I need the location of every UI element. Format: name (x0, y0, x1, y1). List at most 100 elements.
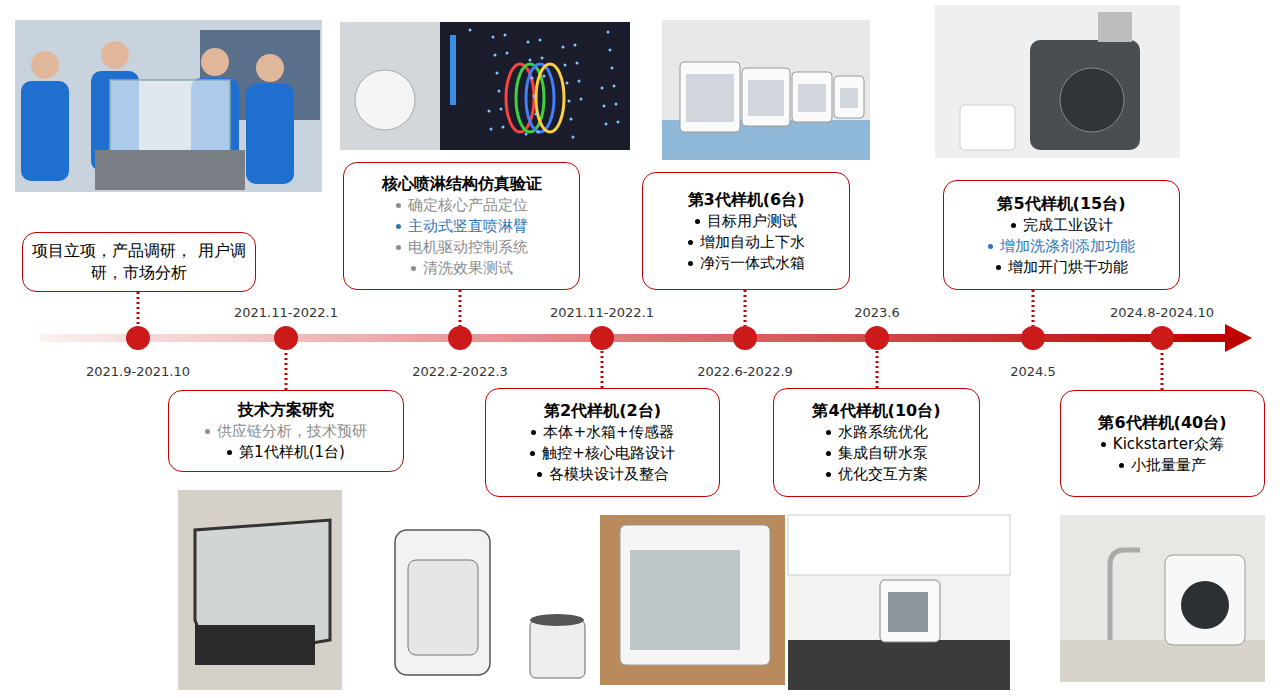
water-particle (535, 113, 538, 116)
bullet-text: 供应链分析，技术预研 (217, 421, 367, 442)
phase-heading: 技术方案研究 (238, 399, 334, 421)
water-particle (562, 46, 565, 49)
water-particle (502, 126, 505, 129)
water-particle (566, 82, 569, 85)
prototype (792, 72, 832, 122)
machine-body (620, 525, 770, 665)
phase-heading: 第3代样机(6台) (688, 189, 805, 211)
phase-box: 第4代样机(10台)水路系统优化集成自研水泵优化交互方案 (773, 388, 980, 497)
prototype (742, 68, 790, 126)
water-particle (469, 29, 472, 32)
water-particle (615, 103, 618, 106)
milestone-text: 项目立项，产品调研， 用户调研，市场分析 (31, 240, 247, 284)
leader-line (1032, 290, 1035, 326)
photo-background (340, 22, 440, 150)
bullet-row: 供应链分析，技术预研 (205, 421, 367, 442)
timeline-dot (865, 326, 889, 350)
bullet-dot (396, 245, 401, 250)
bullet-dot (530, 451, 535, 456)
water-particle (564, 64, 567, 67)
cabinet (788, 515, 1010, 575)
date-label: 2023.6 (854, 305, 900, 320)
bullet-text: 水路系统优化 (838, 422, 928, 443)
bullet-dot (826, 430, 831, 435)
water-particle (531, 77, 534, 80)
team-photo (15, 20, 322, 192)
first-prototype-photo (178, 490, 342, 690)
bullet-dot (688, 240, 693, 245)
machine-body (880, 580, 940, 642)
timeline-dot (274, 326, 298, 350)
bullet-text: 电机驱动控制系统 (408, 237, 528, 258)
simulation-image (340, 22, 630, 150)
bullet-dot (1101, 442, 1106, 447)
bullet-dot (227, 450, 232, 455)
water-particle (572, 136, 575, 139)
bullet-text: 主动式竖直喷淋臂 (408, 216, 528, 237)
spray-plate (536, 64, 564, 132)
timeline-arrowhead (1225, 324, 1252, 352)
date-label: 2024.8-2024.10 (1110, 305, 1214, 320)
person-head (201, 48, 229, 76)
faucet (1110, 550, 1140, 640)
bullet-row: 目标用户测试 (695, 211, 797, 232)
timeline-dot (448, 326, 472, 350)
water-particle (601, 87, 604, 90)
bullet-row: 确定核心产品定位 (396, 195, 528, 216)
water-particle (500, 108, 503, 111)
timeline-dot (1021, 326, 1045, 350)
counter (1060, 640, 1265, 682)
timeline-dot (590, 326, 614, 350)
water-particle (607, 31, 610, 34)
bullet-row: 净污一体式水箱 (688, 253, 805, 274)
water-particle (527, 41, 530, 44)
prototype (680, 62, 740, 132)
water-particle (525, 133, 528, 136)
phase-box: 第2代样机(2台)本体+水箱+传感器触控+核心电路设计各模块设计及整合 (485, 388, 720, 497)
photo-background (662, 20, 870, 160)
bullet-row: 主动式竖直喷淋臂 (396, 216, 528, 237)
bullet-dot (411, 266, 416, 271)
prototype-window (686, 74, 734, 122)
plate (355, 70, 415, 130)
bullet-text: 第1代样机(1台) (239, 442, 345, 463)
phase-heading: 核心喷淋结构仿真验证 (382, 173, 542, 195)
date-label: 2024.5 (1010, 364, 1056, 379)
bullet-dot (988, 244, 993, 249)
water-particle (533, 95, 536, 98)
bullet-dot (1011, 223, 1016, 228)
water-particle (570, 118, 573, 121)
person-shirt (21, 81, 69, 181)
bullet-dot (695, 219, 700, 224)
prototype-row-photo (662, 20, 870, 160)
bullet-text: 触控+核心电路设计 (542, 443, 675, 464)
bullet-text: 净污一体式水箱 (700, 253, 805, 274)
bullet-text: 增加自动上下水 (700, 232, 805, 253)
leader-line (285, 350, 288, 390)
bullet-text: 完成工业设计 (1023, 215, 1113, 236)
bullet-row: Kickstarter众筹 (1101, 434, 1224, 455)
water-particle (488, 110, 491, 113)
photo-background (935, 5, 1180, 158)
bullet-dot (826, 451, 831, 456)
bullet-dot (1119, 463, 1124, 468)
transparent-prototype (110, 80, 230, 160)
leader-line (744, 290, 747, 326)
date-label: 2021.9-2021.10 (86, 364, 190, 379)
phase-heading: 第4代样机(10台) (812, 400, 940, 422)
prototype-window (798, 84, 826, 112)
bullet-text: 增加开门烘干功能 (1008, 257, 1128, 278)
machine-door (408, 560, 478, 655)
person-head (256, 54, 284, 82)
color-scale (450, 35, 456, 105)
prototype-window (748, 80, 784, 116)
timeline-dot (126, 326, 150, 350)
water-tank (530, 620, 585, 678)
leader-line (876, 350, 879, 388)
water-particle (539, 39, 542, 42)
machine-window (630, 550, 740, 650)
machine-body (1165, 555, 1245, 645)
